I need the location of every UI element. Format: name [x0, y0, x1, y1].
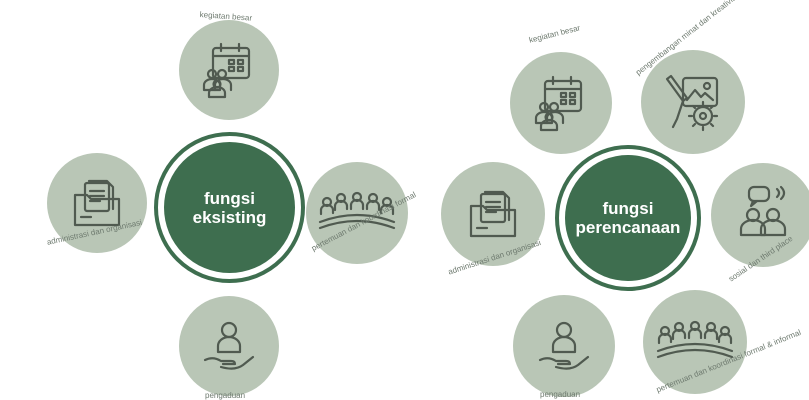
person-hand-icon: [538, 321, 590, 370]
center-subtitle: eksisting: [192, 207, 267, 227]
node-kegiatan-besar: [179, 20, 279, 120]
node-pengaduan: [513, 295, 615, 397]
center-title: fungsi: [203, 188, 255, 208]
node-pertemuan: [643, 290, 747, 394]
meeting-table-icon: [656, 320, 734, 359]
center-subtitle: perencanaan: [575, 218, 681, 237]
calendar-people-icon: [534, 75, 583, 132]
node-pertemuan: [306, 162, 408, 264]
folder-documents-icon: [73, 179, 121, 227]
node-label: kegiatan besar: [528, 23, 582, 45]
folder-documents-icon: [469, 190, 517, 238]
node-sosial: [711, 163, 809, 267]
center-title: fungsi: [602, 199, 654, 218]
calendar-people-icon: [202, 42, 251, 99]
node-label: pengaduan: [205, 391, 246, 400]
brush-gear-icon: [665, 74, 719, 132]
node-label: pengaduan: [540, 390, 581, 399]
node-kegiatan-besar: [510, 52, 612, 154]
meeting-table-icon: [318, 191, 396, 230]
person-hand-icon: [203, 321, 255, 370]
node-pengembangan-minat: [641, 50, 745, 154]
node-administrasi: [47, 153, 147, 253]
node-pengaduan: [179, 296, 279, 396]
node-administrasi: [441, 162, 545, 266]
node-label: kegiatan besar: [199, 10, 253, 23]
people-chat-icon: [739, 185, 787, 237]
